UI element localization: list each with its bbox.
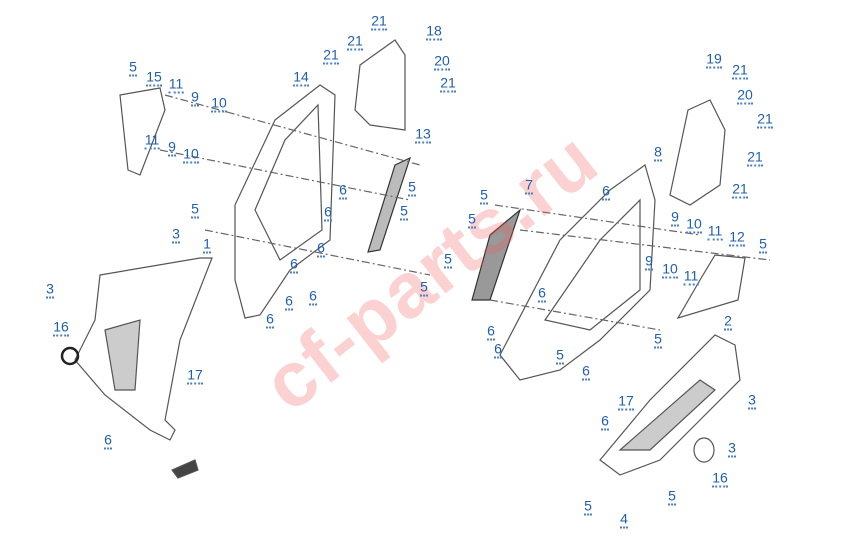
callout-label[interactable]: 11 bbox=[144, 131, 160, 150]
callout-label[interactable]: 5 bbox=[668, 487, 676, 506]
callout-label[interactable]: 10 bbox=[686, 215, 702, 234]
callout-label[interactable]: 20 bbox=[737, 86, 753, 105]
callout-label[interactable]: 5 bbox=[468, 210, 476, 229]
callout-label[interactable]: 5 bbox=[408, 178, 416, 197]
callout-label[interactable]: 21 bbox=[323, 46, 339, 65]
callout-label[interactable]: 17 bbox=[187, 366, 203, 385]
callout-label[interactable]: 9 bbox=[645, 252, 653, 271]
callout-label[interactable]: 18 bbox=[426, 22, 442, 41]
callout-label[interactable]: 4 bbox=[620, 510, 628, 529]
callout-label[interactable]: 10 bbox=[211, 94, 227, 113]
callout-label[interactable]: 9 bbox=[191, 88, 199, 107]
callout-label[interactable]: 11 bbox=[707, 222, 723, 241]
callout-label[interactable]: 6 bbox=[487, 322, 495, 341]
callout-label[interactable]: 6 bbox=[582, 362, 590, 381]
callout-label[interactable]: 16 bbox=[712, 469, 728, 488]
callout-label[interactable]: 6 bbox=[104, 431, 112, 450]
lower-panel-2 bbox=[599, 334, 741, 476]
callout-label[interactable]: 20 bbox=[434, 52, 450, 71]
callout-label[interactable]: 6 bbox=[538, 284, 546, 303]
callout-label[interactable]: 14 bbox=[293, 68, 309, 87]
callout-label[interactable]: 16 bbox=[53, 318, 69, 337]
callout-label[interactable]: 6 bbox=[290, 255, 298, 274]
callout-label[interactable]: 21 bbox=[747, 148, 763, 167]
bracket-19 bbox=[669, 99, 726, 206]
callout-label[interactable]: 6 bbox=[309, 287, 317, 306]
callout-label[interactable]: 5 bbox=[400, 202, 408, 221]
callout-label[interactable]: 3 bbox=[172, 225, 180, 244]
callout-label[interactable]: 5 bbox=[480, 186, 488, 205]
cap-16 bbox=[60, 346, 715, 463]
callout-label[interactable]: 5 bbox=[556, 346, 564, 365]
callout-label[interactable]: 6 bbox=[601, 412, 609, 431]
callout-label[interactable]: 6 bbox=[494, 340, 502, 359]
callout-label[interactable]: 10 bbox=[183, 145, 199, 164]
bracket-18 bbox=[354, 39, 406, 131]
callout-label[interactable]: 6 bbox=[324, 203, 332, 222]
callout-label[interactable]: 15 bbox=[146, 68, 162, 87]
callout-label[interactable]: 2 bbox=[724, 312, 732, 331]
callout-label[interactable]: 19 bbox=[706, 50, 722, 69]
callout-label[interactable]: 10 bbox=[662, 260, 678, 279]
clip-part bbox=[171, 459, 199, 479]
cover-12 bbox=[676, 254, 746, 320]
callout-label[interactable]: 3 bbox=[46, 280, 54, 299]
callout-label[interactable]: 13 bbox=[415, 125, 431, 144]
callout-label[interactable]: 21 bbox=[440, 74, 456, 93]
right-side-panel-8 bbox=[499, 164, 656, 381]
callout-label[interactable]: 5 bbox=[129, 58, 137, 77]
callout-label[interactable]: 5 bbox=[584, 497, 592, 516]
callout-label[interactable]: 9 bbox=[168, 138, 176, 157]
callout-label[interactable]: 11 bbox=[683, 267, 699, 286]
left-frame-panel-14 bbox=[234, 84, 336, 319]
callout-label[interactable]: 5 bbox=[444, 250, 452, 269]
callout-label[interactable]: 9 bbox=[671, 208, 679, 227]
callout-label[interactable]: 7 bbox=[525, 176, 533, 195]
callout-label[interactable]: 6 bbox=[602, 182, 610, 201]
callout-label[interactable]: 6 bbox=[317, 239, 325, 258]
callout-label[interactable]: 5 bbox=[759, 235, 767, 254]
callout-label[interactable]: 6 bbox=[285, 292, 293, 311]
left-mirror-cover bbox=[119, 87, 166, 176]
callout-label[interactable]: 5 bbox=[654, 330, 662, 349]
callout-label[interactable]: 3 bbox=[748, 391, 756, 410]
callout-label[interactable]: 21 bbox=[732, 61, 748, 80]
callout-label[interactable]: 12 bbox=[729, 228, 745, 247]
callout-label[interactable]: 6 bbox=[266, 310, 274, 329]
callout-label[interactable]: 21 bbox=[732, 180, 748, 199]
callout-label[interactable]: 11 bbox=[168, 75, 184, 94]
callout-label[interactable]: 8 bbox=[654, 143, 662, 162]
callout-label[interactable]: 21 bbox=[347, 32, 363, 51]
callout-label[interactable]: 21 bbox=[371, 12, 387, 31]
callout-label[interactable]: 17 bbox=[618, 392, 634, 411]
callout-label[interactable]: 6 bbox=[339, 181, 347, 200]
grille-13 bbox=[367, 156, 411, 253]
left-side-panel-1 bbox=[74, 257, 213, 441]
callout-label[interactable]: 5 bbox=[191, 200, 199, 219]
dash-lines bbox=[159, 94, 771, 331]
callout-label[interactable]: 1 bbox=[203, 235, 211, 254]
callout-label[interactable]: 21 bbox=[757, 110, 773, 129]
callout-label[interactable]: 3 bbox=[728, 439, 736, 458]
callout-label[interactable]: 5 bbox=[420, 278, 428, 297]
